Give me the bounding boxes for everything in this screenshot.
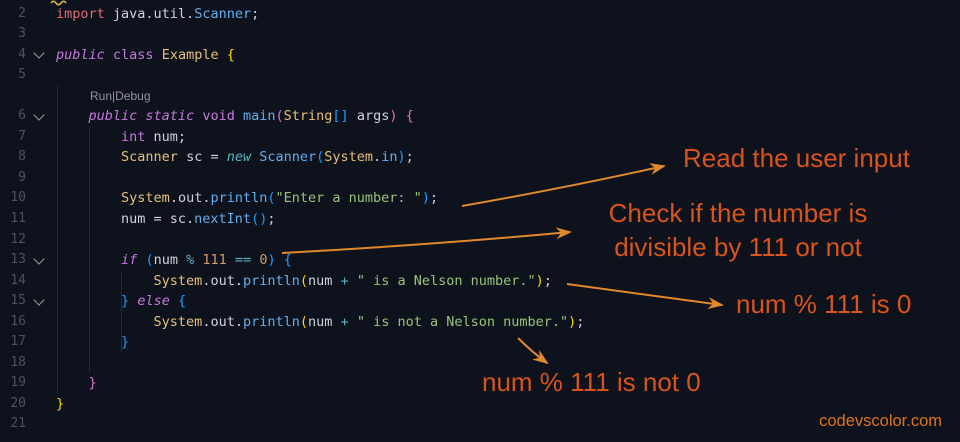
code-text: } (121, 334, 130, 351)
fold-gutter (26, 4, 52, 25)
fold-gutter (26, 312, 52, 333)
codelens-debug-link[interactable]: Debug (115, 88, 151, 103)
fold-chevron-icon[interactable] (33, 253, 45, 265)
code-line-3[interactable]: 3 (0, 24, 960, 45)
codelens-separator: | (112, 88, 116, 103)
code-editor: 2 import java.util.Scanner; 3 4 public class… (0, 4, 960, 435)
fold-gutter (26, 209, 52, 230)
fold-gutter (26, 147, 52, 168)
code-text: public class Example { (56, 46, 235, 63)
code-line-17[interactable]: 17 } (0, 332, 960, 353)
code-line-15[interactable]: 15 } else { (0, 291, 960, 312)
code-text (52, 168, 56, 189)
code-line-10[interactable]: 10 System.out.println("Enter a number: "… (0, 188, 960, 209)
fold-gutter (26, 45, 52, 66)
fold-gutter (26, 230, 52, 251)
code-text: System.out.println(num + " is a Nelson n… (153, 272, 552, 289)
code-line-12[interactable]: 12 (0, 230, 960, 251)
code-line-14[interactable]: 14 System.out.println(num + " is a Nelso… (0, 271, 960, 292)
code-text (52, 414, 56, 435)
code-line-16[interactable]: 16 System.out.println(num + " is not a N… (0, 312, 960, 333)
codelens-run-link[interactable]: Run (90, 88, 113, 103)
line-number: 21 (10, 416, 26, 432)
code-text: System.out.println(num + " is not a Nels… (153, 313, 585, 330)
code-line-11[interactable]: 11 num = sc.nextInt(); (0, 209, 960, 230)
annotation-mod-is-zero: num % 111 is 0 (736, 289, 912, 319)
fold-gutter (26, 106, 52, 127)
line-number: 7 (18, 128, 26, 144)
codelens: Run | Debug (0, 86, 960, 107)
code-text: } (56, 395, 65, 412)
code-text: if (num % 111 == 0) { (121, 252, 292, 269)
fold-gutter (26, 373, 52, 394)
line-number: 10 (10, 190, 26, 206)
fold-gutter (26, 127, 52, 148)
line-number: 2 (18, 5, 26, 21)
fold-chevron-icon[interactable] (33, 294, 45, 306)
code-text (52, 353, 56, 374)
code-line-13[interactable]: 13 if (num % 111 == 0) { (0, 250, 960, 271)
line-number: 13 (10, 252, 26, 268)
line-number: 9 (18, 169, 26, 185)
line-number: 8 (18, 149, 26, 165)
fold-gutter (26, 168, 52, 189)
indent-guide (89, 127, 90, 373)
fold-gutter (26, 332, 52, 353)
code-text: public static void main(String[] args) { (88, 108, 414, 125)
line-number: 18 (10, 354, 26, 370)
line-number: 20 (10, 395, 26, 411)
code-line-21[interactable]: 21 (0, 414, 960, 435)
code-line-6[interactable]: 6 public static void main(String[] args)… (0, 106, 960, 127)
fold-gutter (26, 24, 52, 45)
code-line-9[interactable]: 9 (0, 168, 960, 189)
fold-gutter (26, 188, 52, 209)
annotation-read-input: Read the user input (683, 143, 910, 173)
code-text: int num; (121, 128, 187, 145)
code-text: } else { (121, 293, 187, 310)
code-line-4[interactable]: 4 public class Example { (0, 45, 960, 66)
code-line-8[interactable]: 8 Scanner sc = new Scanner(System.in); (0, 147, 960, 168)
code-line-18[interactable]: 18 (0, 353, 960, 374)
code-line-5[interactable]: 5 (0, 65, 960, 86)
code-text: System.out.println("Enter a number: "); (121, 190, 439, 207)
line-number: 14 (10, 272, 26, 288)
code-text (52, 24, 56, 45)
line-number: 4 (18, 46, 26, 62)
line-number: 19 (10, 375, 26, 391)
code-text (52, 230, 56, 251)
fold-chevron-icon[interactable] (33, 109, 45, 121)
annotation-mod-is-not-zero: num % 111 is not 0 (482, 367, 701, 397)
line-number: 5 (18, 67, 26, 83)
line-number: 15 (10, 293, 26, 309)
code-text (52, 65, 56, 86)
warning-squiggle-icon (50, 0, 67, 6)
fold-gutter (26, 65, 52, 86)
indent-guide (57, 86, 58, 393)
line-number: 12 (10, 231, 26, 247)
watermark: codevscolor.com (819, 412, 942, 430)
code-line-19[interactable]: 19 } (0, 373, 960, 394)
line-number: 6 (18, 108, 26, 124)
fold-chevron-icon[interactable] (33, 47, 45, 60)
line-number: 17 (10, 334, 26, 350)
code-text: num = sc.nextInt(); (56, 210, 276, 227)
line-number: 16 (10, 313, 26, 329)
line-number: 3 (18, 26, 26, 42)
fold-gutter (26, 414, 52, 435)
code-line-7[interactable]: 7 int num; (0, 127, 960, 148)
indent-guide (121, 271, 122, 352)
code-line-20[interactable]: 20} (0, 394, 960, 415)
fold-gutter (26, 250, 52, 271)
fold-gutter (26, 291, 52, 312)
code-text: } (88, 375, 97, 392)
fold-gutter (26, 394, 52, 415)
code-text: Scanner sc = new Scanner(System.in); (121, 149, 414, 166)
code-line-2[interactable]: 2 import java.util.Scanner; (0, 4, 960, 25)
line-number: 11 (10, 210, 26, 226)
fold-gutter (26, 271, 52, 292)
code-text: import java.util.Scanner; (56, 5, 260, 22)
fold-gutter (26, 353, 52, 374)
